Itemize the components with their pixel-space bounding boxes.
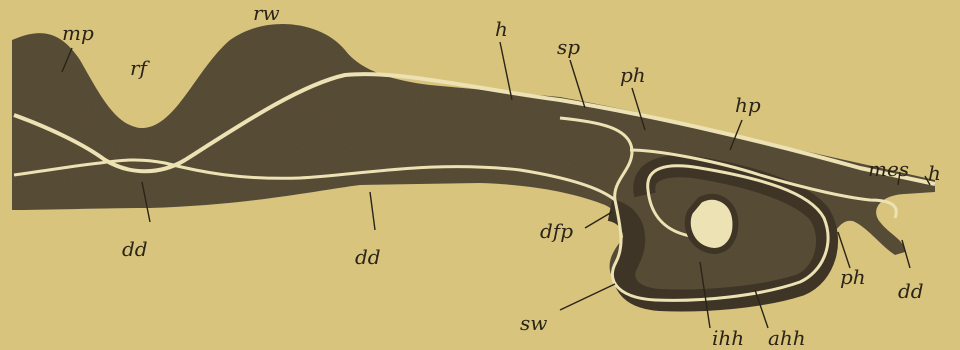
label-sw: sw [520,311,547,335]
label-dd-left: dd [122,237,148,261]
label-h-right: h [928,161,941,185]
label-h-top: h [495,17,508,41]
label-hp: hp [735,93,761,117]
label-dd-mid: dd [355,245,381,269]
label-ph-bottom: ph [840,265,866,289]
label-ph-top: ph [620,63,646,87]
label-mp: mp [62,21,94,45]
label-dfp: dfp [540,219,573,243]
label-ahh: ahh [768,326,806,350]
label-dd-right: dd [898,279,924,303]
label-sp: sp [557,35,580,59]
label-ihh: ihh [712,326,744,350]
label-rw: rw [253,1,280,25]
label-rf: rf [130,56,151,80]
heart-chamber [688,197,736,251]
label-mes: mes [868,157,909,181]
